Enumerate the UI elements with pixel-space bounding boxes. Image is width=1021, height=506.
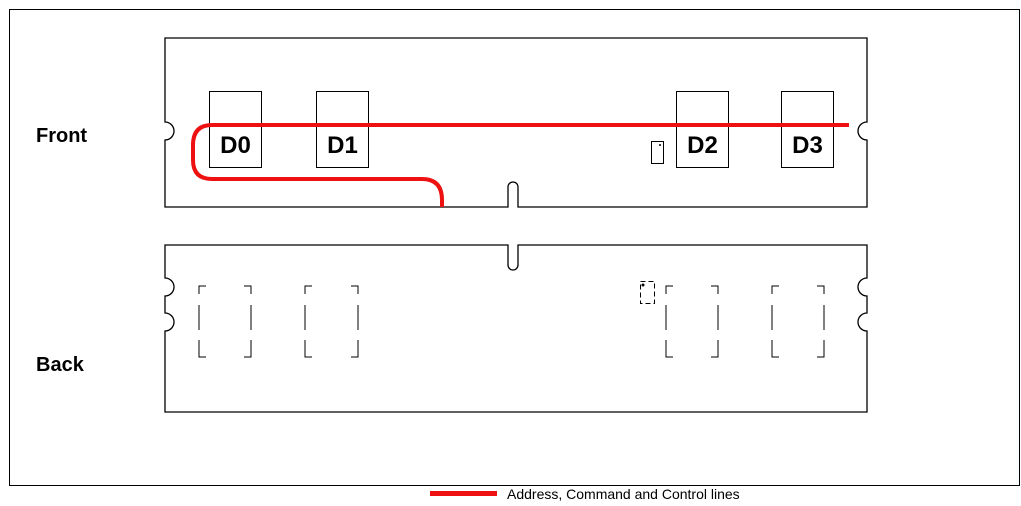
back-chip-outlines — [198, 281, 825, 358]
front-module-outline — [164, 37, 868, 208]
back-chip-3 — [665, 285, 719, 358]
back-chip-4 — [771, 285, 825, 358]
back-label: Back — [36, 354, 85, 376]
address-command-control-trace — [191, 123, 849, 207]
chip-label-d0: D0 — [220, 132, 251, 159]
front-small-component — [651, 141, 664, 164]
legend: Address, Command and Control lines — [430, 486, 740, 502]
chip-label-d3: D3 — [792, 132, 823, 159]
back-chip-1 — [198, 285, 252, 358]
front-chip-d2 — [676, 91, 729, 168]
legend-swatch — [430, 491, 497, 496]
chip-label-d1: D1 — [327, 132, 358, 159]
back-module-outline — [164, 244, 868, 413]
front-chip-d1 — [316, 91, 369, 168]
front-label: Front — [36, 125, 87, 147]
back-small-component — [640, 281, 655, 304]
diagram-frame — [9, 9, 1020, 486]
chip-label-d2: D2 — [687, 132, 718, 159]
front-chip-d0 — [209, 91, 262, 168]
front-chip-d3 — [781, 91, 834, 168]
back-chip-2 — [304, 285, 359, 358]
legend-label: Address, Command and Control lines — [507, 486, 740, 502]
